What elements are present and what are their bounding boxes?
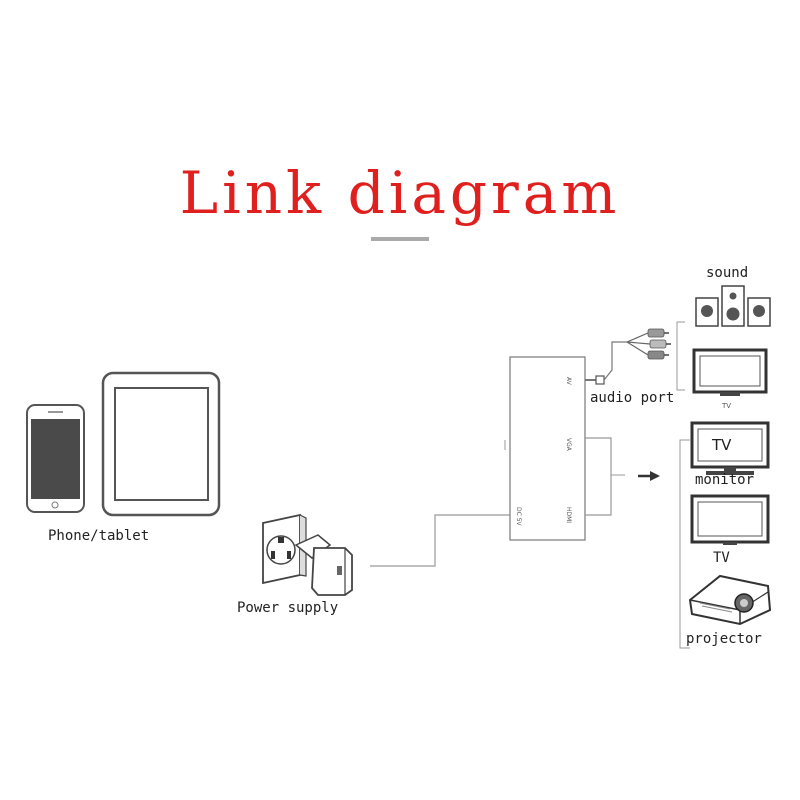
phone-icon — [26, 404, 85, 513]
audio-cable-icon — [585, 328, 671, 385]
speaker-icon — [695, 285, 771, 327]
label-projector: projector — [686, 631, 762, 647]
video-cable — [585, 437, 612, 516]
video-bracket — [679, 439, 690, 649]
label-tv-small: TV — [722, 402, 732, 410]
port-hdmi-label: HDMI — [565, 507, 572, 524]
label-power-supply: Power supply — [237, 600, 339, 616]
arrow-right-icon — [638, 471, 660, 481]
power-adapter-icon — [294, 534, 353, 596]
port-av-label: AV — [565, 377, 572, 385]
monitor-screen-text: TV — [712, 436, 732, 454]
projector-icon — [688, 574, 772, 626]
page-title: Link diagram — [179, 159, 621, 227]
port-dc-label: DC 5V — [515, 507, 522, 526]
monitor-icon — [690, 421, 770, 475]
audio-bracket — [676, 321, 685, 391]
label-audio-port: audio port — [590, 390, 675, 406]
title-underline — [371, 237, 429, 241]
power-cable — [370, 514, 510, 567]
label-sound: sound — [706, 265, 749, 281]
tv-icon-large — [690, 494, 770, 545]
label-monitor: monitor — [695, 472, 755, 488]
tablet-icon — [101, 371, 221, 517]
label-tv: TV — [713, 550, 730, 566]
power-outlet-icon — [262, 513, 307, 585]
port-vga-label: VGA — [565, 438, 572, 451]
converter-box — [504, 356, 586, 541]
tv-icon — [692, 348, 768, 396]
label-phone-tablet: Phone/tablet — [48, 528, 150, 544]
